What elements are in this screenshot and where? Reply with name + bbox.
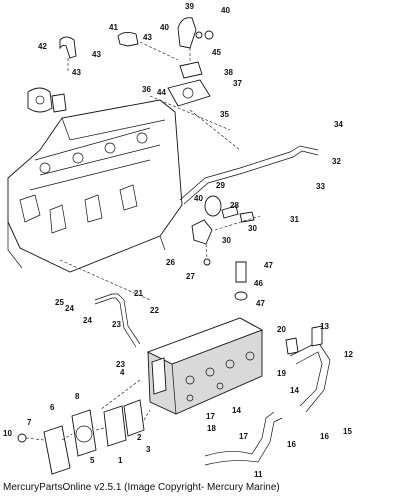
callout-16b: 16 [320,432,329,441]
callout-29: 29 [216,181,225,190]
callout-13: 13 [320,322,329,331]
callout-30a: 30 [248,224,257,233]
callout-12: 12 [344,350,353,359]
callout-43b: 43 [92,50,101,59]
callout-17b: 17 [239,432,248,441]
callout-14a: 14 [290,386,299,395]
fittings-group [191,195,261,266]
hose-12 [285,325,331,413]
callout-17a: 17 [206,412,215,421]
callout-25: 25 [55,298,64,307]
callout-40c: 40 [194,194,203,203]
callout-30b: 30 [222,236,231,245]
callout-21: 21 [134,289,143,298]
thermostat-housing-group [27,17,214,113]
heat-exchanger [146,317,264,415]
callout-45: 45 [212,48,221,57]
callout-43a: 43 [143,33,152,42]
callout-19: 19 [277,369,286,378]
callout-47b: 47 [256,299,265,308]
callout-11: 11 [254,470,263,479]
callout-43c: 43 [72,68,81,77]
callout-31: 31 [290,215,299,224]
callout-8: 8 [75,392,80,401]
fitting-46-47 [234,261,248,301]
callout-23a: 23 [112,320,121,329]
callout-44: 44 [157,88,166,97]
callout-23b: 23 [116,360,125,369]
callout-28: 28 [230,201,239,210]
callout-34: 34 [334,120,343,129]
callout-22: 22 [150,306,159,315]
callout-35: 35 [220,110,229,119]
callout-24a: 24 [65,304,74,313]
callout-27: 27 [186,272,195,281]
callout-32: 32 [332,157,341,166]
callout-47a: 47 [264,261,273,270]
end-cap-assembly [17,399,151,475]
callout-2: 2 [137,433,142,442]
tube-21 [94,293,141,348]
callout-37: 37 [233,79,242,88]
copyright-caption: MercuryPartsOnline v2.5.1 (Image Copyrig… [3,482,280,493]
coolant-tube-33 [179,145,319,205]
callout-14b: 14 [232,406,241,415]
callout-1: 1 [118,456,123,465]
callout-41: 41 [109,23,118,32]
callout-36: 36 [142,85,151,94]
callout-40b: 40 [160,23,169,32]
exploded-parts-diagram: 1 2 3 4 5 6 7 8 10 11 12 13 14 14 15 16 … [3,2,353,479]
callout-15: 15 [343,427,352,436]
callout-26: 26 [166,258,175,267]
callout-42: 42 [38,42,47,51]
engine-block [7,99,183,273]
callout-38: 38 [224,68,233,77]
callout-3: 3 [146,445,151,454]
callout-24b: 24 [83,316,92,325]
callout-5: 5 [90,456,95,465]
callout-10: 10 [3,429,12,438]
callout-40a: 40 [221,6,230,15]
callout-7: 7 [27,418,32,427]
callout-46: 46 [254,279,263,288]
callout-4: 4 [120,368,125,377]
hose-11 [204,411,283,466]
callout-18: 18 [207,424,216,433]
callout-20: 20 [277,325,286,334]
callout-16a: 16 [287,440,296,449]
callout-33: 33 [316,182,325,191]
callout-6: 6 [50,403,55,412]
callout-39: 39 [185,2,194,11]
